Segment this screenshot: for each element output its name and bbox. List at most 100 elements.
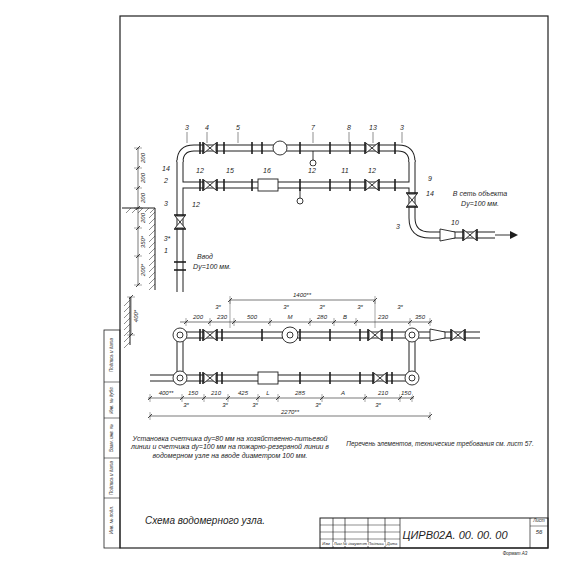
extension-line: [334, 318, 335, 326]
flange: [202, 179, 204, 191]
dimension-label: В сеть объекта: [452, 190, 508, 197]
flange: [216, 142, 218, 154]
dimension-label: 150: [187, 390, 199, 396]
dimension-label: 230: [216, 314, 228, 320]
wall-hatch: [150, 208, 155, 213]
dimension-label: 500: [246, 314, 258, 320]
extension-line: [134, 256, 142, 257]
callout-number: 14: [425, 190, 435, 197]
dimension-label: Dy=100 мм.: [460, 200, 500, 207]
title-block-line: [530, 518, 531, 548]
dimension-label: 280: [316, 314, 328, 320]
margin-stamp-line: [104, 458, 120, 459]
extension-line: [134, 148, 142, 149]
water-meter: [258, 179, 278, 191]
callout-number: 11: [340, 167, 349, 174]
reducer: [430, 329, 445, 341]
sheet-text: 56: [535, 529, 544, 535]
pipe-bore: [412, 160, 495, 235]
dimension-label: 200: [140, 172, 146, 184]
wall-hatch: [124, 324, 130, 330]
callout-number: 2: [163, 177, 169, 184]
wall-hatch: [149, 224, 155, 230]
dimension-line: [148, 398, 414, 399]
title-block-line: [320, 539, 400, 540]
extension-line: [150, 412, 151, 420]
flange: [450, 329, 452, 341]
sheet-text: Подпись и дата: [110, 460, 115, 496]
sheet-text: Формат А3: [502, 552, 529, 557]
extension-line: [134, 188, 142, 189]
margin-stamp-line: [104, 498, 120, 499]
extension-line: [230, 300, 231, 328]
flange: [394, 179, 396, 191]
dimension-label: 200: [140, 212, 146, 224]
title-block-line: [320, 532, 400, 533]
leader-line: [187, 132, 188, 143]
wall-hatch: [149, 236, 155, 242]
sheet-text: Инв. № подл.: [110, 505, 115, 535]
flange: [216, 372, 218, 384]
flange: [364, 142, 366, 154]
sheet-text: Установка счетчика dy=80 мм на хозяйстве…: [122, 435, 339, 460]
dimension-label: 230: [377, 314, 389, 320]
sheet-text: № документа: [342, 542, 370, 546]
flange: [406, 192, 418, 194]
callout-number: 16: [262, 167, 272, 174]
wall-hatch: [149, 242, 155, 248]
pipe-wall: [398, 148, 412, 162]
flange: [174, 214, 186, 216]
pipe-wall: [180, 148, 194, 162]
callout-number: 12: [307, 167, 317, 174]
wall-line: [130, 297, 131, 345]
flange: [329, 329, 331, 341]
callout-number: 12: [367, 167, 377, 174]
flange: [464, 329, 466, 341]
pipe-bore: [410, 341, 415, 372]
extension-line: [134, 228, 142, 229]
dimension-line: [230, 300, 375, 301]
extension-line: [134, 285, 142, 286]
gate-valve: [175, 216, 185, 228]
extension-line: [150, 394, 151, 402]
flange: [372, 372, 374, 384]
wall-hatch: [149, 254, 155, 260]
gate-valve: [204, 180, 216, 190]
elbow-riser: [409, 375, 415, 381]
flange: [359, 372, 361, 384]
extension-line: [410, 318, 411, 326]
dimension-label: L: [265, 390, 270, 396]
extension-line: [134, 208, 142, 209]
flange: [299, 372, 301, 384]
extension-line: [182, 394, 183, 402]
pipe-wall: [177, 341, 184, 372]
dimension-label: А: [340, 390, 346, 396]
dimension-label: 425: [237, 390, 249, 396]
flange: [261, 329, 263, 341]
flange: [329, 142, 331, 154]
dimension-label: 350*: [140, 235, 146, 249]
extension-line: [356, 318, 357, 326]
sheet-text: Инв. № дубл.: [110, 385, 115, 415]
flange: [476, 229, 478, 241]
title-block-line: [400, 518, 401, 548]
wall-hatch: [149, 266, 155, 272]
flange: [221, 372, 223, 384]
sheet-text: Взам. инв. №: [110, 423, 115, 453]
water-meter: [258, 372, 278, 384]
sheet-frame: [120, 16, 548, 548]
sheet-text: Дата: [386, 542, 399, 546]
flange: [299, 329, 301, 341]
dimension-line: [180, 322, 432, 323]
drain-tap: [313, 151, 314, 160]
dimension-label: 3*: [356, 304, 364, 310]
extension-line: [278, 394, 279, 402]
flange: [202, 372, 204, 384]
wall-hatch: [124, 300, 130, 306]
callout-number: 3: [163, 200, 169, 207]
gate-valve: [366, 180, 378, 190]
flange: [261, 142, 263, 154]
wall-hatch: [126, 208, 131, 213]
extension-line: [210, 318, 211, 326]
